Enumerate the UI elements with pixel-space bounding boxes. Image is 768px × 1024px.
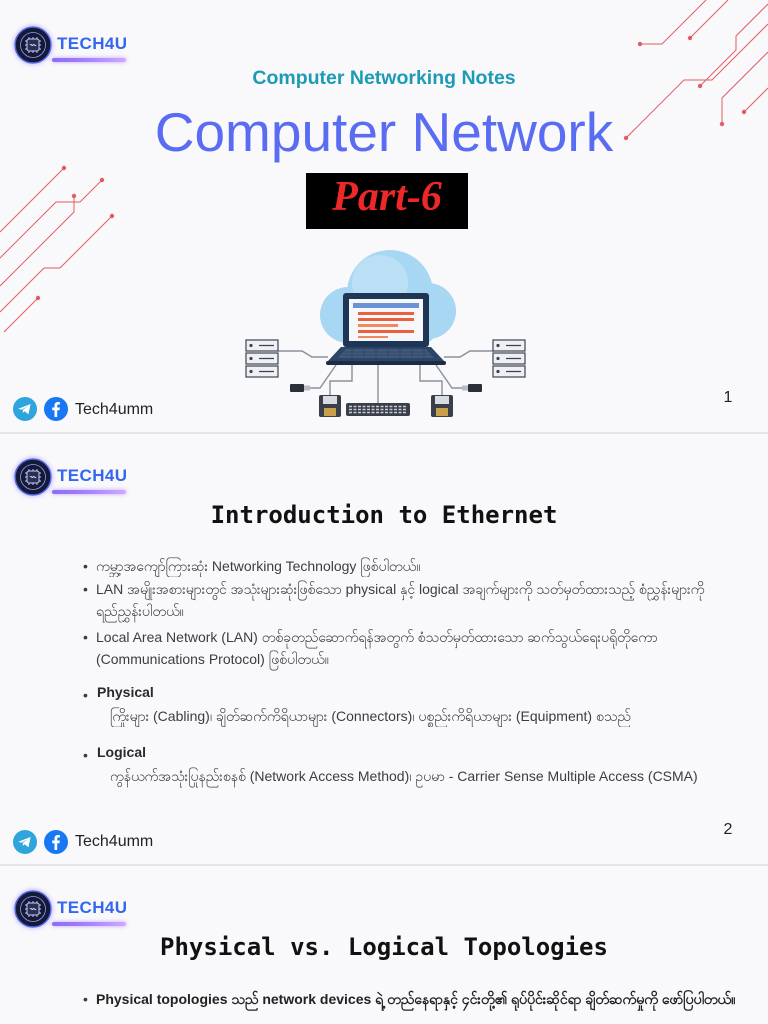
section-heading-logical: Logical	[97, 744, 147, 760]
brand-name: TECH4U	[57, 34, 128, 53]
bullet-marker: •	[83, 747, 88, 763]
usb-drive-right	[462, 384, 482, 392]
bullet-item: Physical topologies သည် network devices …	[96, 991, 736, 1007]
bullet-marker: •	[83, 629, 88, 645]
cables	[278, 350, 494, 403]
network-illustration	[245, 250, 526, 417]
floppy-disk-right	[431, 395, 453, 417]
server-right	[492, 339, 526, 378]
brand-underline	[52, 490, 126, 494]
logo-icon	[14, 890, 52, 928]
logo-icon	[14, 458, 52, 496]
part-label: Part-6	[332, 174, 442, 220]
floppy-disk-left	[319, 395, 341, 417]
social-handle: Tech4umm	[75, 833, 154, 850]
slide-title: Computer Network	[154, 101, 614, 163]
part-badge: Part-6	[306, 173, 468, 229]
section-heading-physical: Physical	[97, 684, 154, 700]
laptop	[326, 293, 446, 365]
bullet-marker: •	[83, 991, 88, 1007]
bullet-marker: •	[83, 581, 88, 597]
logo-icon	[14, 26, 52, 64]
brand-name: TECH4U	[57, 898, 128, 917]
telegram-icon	[13, 830, 37, 854]
usb-drive-left	[290, 384, 310, 392]
brand-underline	[52, 58, 126, 62]
slide-2: TECH4U Introduction to Ethernet • ကမ္ဘာ့…	[0, 434, 768, 864]
slide-title: Physical vs. Logical Topologies	[160, 933, 608, 961]
bullet-item: LAN အမျိုးအစားများတွင် အသုံးများဆုံးဖြစ်…	[96, 581, 705, 619]
circuit-lines-left	[0, 165, 115, 333]
slide-1: TECH4U Computer Networking Notes Compute…	[0, 0, 768, 432]
page-number: 2	[723, 821, 733, 838]
page-number: 1	[723, 389, 733, 406]
bullet-marker: •	[83, 558, 88, 574]
section-text-physical: ကြိုးများ (Cabling)၊ ချိတ်ဆက်ကိရိယာများ …	[110, 708, 631, 724]
facebook-icon	[44, 830, 68, 854]
slide-subtitle: Computer Networking Notes	[252, 67, 516, 89]
bullet-item: Local Area Network (LAN) တစ်ခုတည်ဆောက်ရန…	[96, 629, 658, 667]
facebook-icon	[44, 397, 68, 421]
telegram-icon	[13, 397, 37, 421]
section-text-logical: ကွန်ယက်အသုံးပြုနည်းစနစ် (Network Access …	[110, 768, 698, 784]
social-handle: Tech4umm	[75, 401, 154, 418]
brand-name: TECH4U	[57, 466, 128, 485]
slide-title: Introduction to Ethernet	[210, 501, 558, 529]
keyboard	[346, 403, 410, 416]
bullet-marker: •	[83, 687, 88, 703]
slide-divider	[0, 864, 768, 866]
server-left	[245, 339, 279, 378]
brand-underline	[52, 922, 126, 926]
bullet-item: ကမ္ဘာ့အကျော်ကြားဆုံး Networking Technolo…	[96, 558, 421, 574]
slide-divider	[0, 432, 768, 434]
slide-3: TECH4U Physical vs. Logical Topologies •…	[0, 866, 768, 1024]
